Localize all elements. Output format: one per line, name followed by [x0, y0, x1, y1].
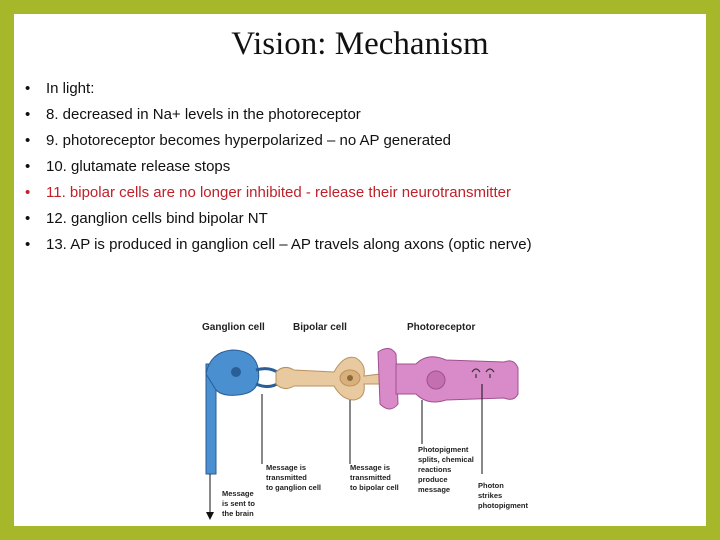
bullet-item: • 13. AP is produced in ganglion cell – A… [22, 232, 702, 258]
bullet-list: • In light: • 8. decreased in Na+ levels i… [22, 76, 702, 258]
retina-cell-diagram: Ganglion cell Bipolar cell Photoreceptor [202, 322, 528, 520]
bipolar-cell-shape [275, 356, 381, 401]
caption-to-bipolar: Message is transmitted to bipolar cell [350, 463, 399, 492]
pointer-lines [209, 384, 483, 514]
caption-line: reactions [418, 465, 451, 474]
bullet-item-highlighted: • 11. bipolar cells are no longer inhibit… [22, 180, 702, 206]
caption-photopigment: Photopigment splits, chemical reactions … [418, 445, 474, 494]
caption-line: to ganglion cell [266, 483, 321, 492]
bullet-text: 13. AP is produced in ganglion cell – AP… [46, 236, 532, 253]
bullet-item: • 10. glutamate release stops [22, 154, 702, 180]
bullet-text: 8. decreased in Na+ levels in the photor… [46, 106, 361, 123]
caption-line: message [418, 485, 450, 494]
bullet-text: 11. bipolar cells are no longer inhibite… [46, 184, 511, 201]
caption-to-ganglion: Message is transmitted to ganglion cell [266, 463, 321, 492]
caption-line: Photon [478, 481, 504, 490]
caption-photon: Photon strikes photopigment [478, 481, 528, 510]
caption-line: the brain [222, 509, 254, 518]
caption-line: splits, chemical [418, 455, 474, 464]
caption-line: transmitted [266, 473, 307, 482]
photoreceptor-label: Photoreceptor [407, 322, 475, 333]
bullet-icon: • [25, 158, 31, 175]
bullet-icon: • [25, 132, 31, 149]
bullet-item: • 8. decreased in Na+ levels in the photo… [22, 102, 702, 128]
bullet-icon: • [25, 106, 31, 123]
bullet-icon: • [25, 184, 31, 201]
caption-line: produce [418, 475, 448, 484]
caption-line: Message is [266, 463, 306, 472]
caption-line: photopigment [478, 501, 528, 510]
bipolar-cell-label: Bipolar cell [293, 322, 347, 333]
caption-line: Message is [350, 463, 390, 472]
bullet-icon: • [25, 236, 31, 253]
slide-title: Vision: Mechanism [231, 26, 489, 62]
slide: Vision: Mechanism • In light: • 8. decreas… [14, 14, 706, 526]
ganglion-cell-shape [205, 349, 281, 475]
ganglion-cell-label: Ganglion cell [202, 322, 265, 333]
caption-line: to bipolar cell [350, 483, 399, 492]
caption-line: transmitted [350, 473, 391, 482]
photoreceptor-shape [377, 348, 519, 410]
bullet-icon: • [25, 80, 31, 97]
bullet-item: • In light: [22, 76, 702, 102]
bullet-text: 9. photoreceptor becomes hyperpolarized … [46, 132, 451, 149]
bullet-text: 10. glutamate release stops [46, 158, 231, 175]
arrow-down-icon [206, 512, 214, 520]
caption-line: strikes [478, 491, 502, 500]
bullet-item: • 12. ganglion cells bind bipolar NT [22, 206, 702, 232]
bullet-text: 12. ganglion cells bind bipolar NT [46, 210, 268, 227]
caption-line: is sent to [222, 499, 255, 508]
bullet-item: • 9. photoreceptor becomes hyperpolarized… [22, 128, 702, 154]
caption-brain: Message is sent to the brain [222, 489, 255, 518]
bullet-text: In light: [46, 80, 95, 97]
bullet-icon: • [25, 210, 31, 227]
caption-line: Photopigment [418, 445, 469, 454]
caption-line: Message [222, 489, 254, 498]
